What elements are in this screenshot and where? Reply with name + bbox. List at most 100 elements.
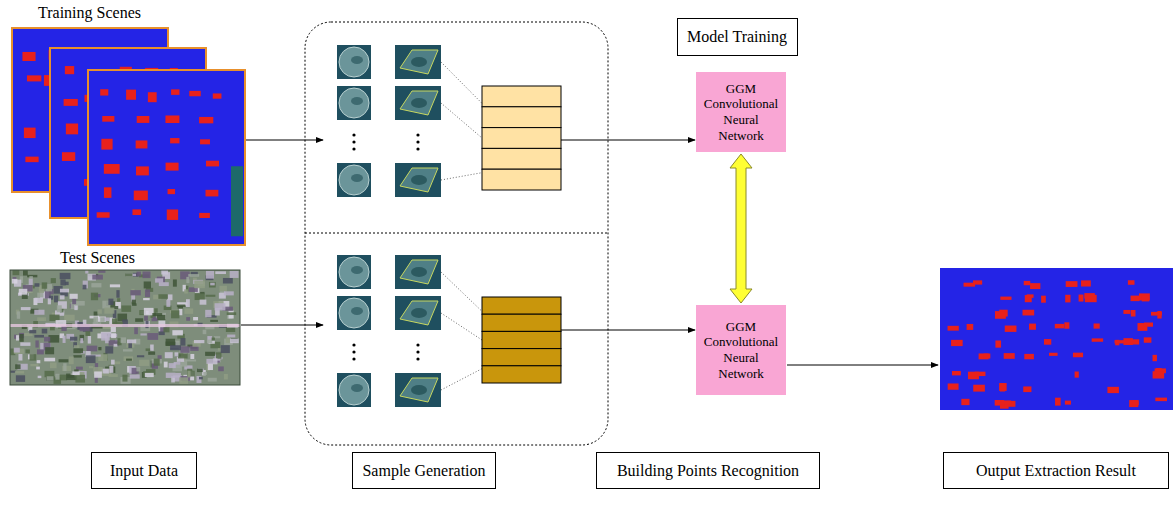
aerial-patch — [122, 375, 127, 382]
building-mark — [206, 161, 219, 167]
aerial-patch — [150, 344, 154, 350]
aerial-patch — [47, 376, 54, 380]
aerial-patch — [42, 282, 47, 288]
building-mark — [1075, 372, 1079, 378]
building-mark — [1049, 353, 1058, 356]
aerial-patch — [143, 271, 151, 278]
aerial-patch — [123, 349, 133, 351]
stage-label-box: Model Training — [677, 18, 798, 56]
thumb-roof — [411, 267, 427, 277]
sample-region — [305, 22, 608, 445]
thumb-disc — [339, 298, 369, 328]
building-mark — [1079, 295, 1084, 302]
aerial-patch — [117, 298, 120, 302]
aerial-patch — [74, 345, 80, 348]
aerial-patch — [60, 273, 71, 279]
aerial-patch — [94, 312, 98, 316]
building-mark — [24, 128, 36, 138]
aerial-patch — [212, 338, 215, 341]
aerial-patch — [51, 278, 56, 283]
aerial-patch — [110, 284, 120, 287]
aerial-patch — [227, 312, 236, 315]
stage-label-box: Input Data — [91, 452, 197, 489]
table-row — [482, 349, 561, 366]
stage-label: Building Points Recognition — [617, 462, 799, 480]
training-scene-image — [88, 70, 245, 245]
aerial-patch — [170, 345, 181, 350]
aerial-patch — [60, 295, 65, 299]
aerial-patch — [171, 310, 179, 318]
aerial-patch — [60, 289, 69, 293]
aerial-patch — [13, 270, 20, 275]
ellipsis-dot — [416, 140, 419, 143]
building-mark — [1155, 398, 1167, 402]
aerial-patch — [216, 352, 222, 358]
aerial-patch — [130, 374, 140, 378]
aerial-patch — [23, 270, 28, 275]
thumb-ground — [395, 296, 441, 330]
point-sample-circle — [337, 45, 371, 79]
aerial-patch — [165, 352, 173, 358]
building-mark — [97, 212, 110, 217]
building-mark — [1142, 296, 1149, 302]
building-mark — [984, 354, 991, 359]
aerial-patch — [187, 371, 195, 377]
aerial-patch — [75, 301, 85, 306]
thumb-roof — [411, 57, 427, 67]
aerial-patch — [219, 286, 227, 292]
aerial-patch — [50, 362, 57, 368]
aerial-patch — [34, 335, 44, 338]
aerial-patch — [98, 309, 102, 313]
feature-table — [441, 272, 561, 390]
aerial-patch — [59, 359, 69, 362]
aerial-patch — [175, 373, 181, 378]
building-mark — [948, 326, 959, 331]
ellipsis-dot — [352, 147, 355, 150]
aerial-patch — [184, 289, 188, 293]
point-sample-circle — [337, 163, 371, 197]
aerial-patch — [35, 340, 38, 347]
sample-leader — [441, 313, 482, 340]
aerial-patch — [34, 283, 39, 287]
aerial-patch — [121, 337, 126, 343]
building-mark — [964, 283, 976, 287]
thumb-ground — [395, 163, 441, 197]
building-mark — [64, 99, 78, 106]
point-sample-box — [395, 163, 441, 197]
aerial-patch — [169, 363, 176, 368]
building-mark — [66, 123, 78, 134]
aerial-patch — [88, 336, 91, 344]
building-mark — [1128, 280, 1135, 285]
thumb-roof — [351, 384, 363, 392]
building-mark — [165, 115, 179, 123]
scene-edge — [231, 166, 243, 236]
aerial-patch — [194, 280, 205, 288]
building-mark — [1027, 294, 1034, 298]
table-row — [482, 297, 561, 314]
building-mark — [999, 401, 1011, 405]
aerial-patch — [49, 315, 59, 321]
aerial-patch — [72, 298, 76, 304]
aerial-patch — [187, 371, 190, 378]
aerial-patch — [137, 355, 144, 357]
aerial-patch — [179, 377, 188, 384]
sample-leader — [441, 62, 482, 103]
aerial-patch — [209, 282, 216, 288]
aerial-patch — [111, 333, 116, 338]
aerial-patch — [29, 276, 33, 278]
point-sample-box — [395, 86, 441, 120]
aerial-patch — [144, 316, 148, 321]
thumb-roof — [351, 174, 363, 182]
aerial-patch — [206, 359, 213, 364]
building-mark — [171, 89, 179, 95]
building-mark — [167, 209, 178, 219]
building-mark — [166, 163, 179, 171]
aerial-patch — [184, 308, 193, 313]
thumb-ground — [337, 86, 371, 120]
aerial-patch — [208, 378, 217, 382]
aerial-patch — [158, 294, 168, 299]
thumb-box — [400, 168, 438, 192]
ellipsis-dot — [416, 133, 419, 136]
aerial-patch — [151, 318, 157, 321]
building-mark — [25, 157, 38, 163]
